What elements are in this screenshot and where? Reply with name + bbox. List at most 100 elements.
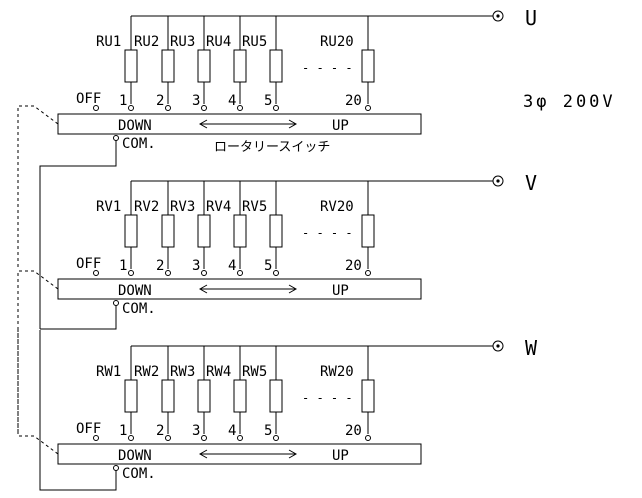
resistor-label: RU5 — [242, 34, 267, 50]
contact — [165, 270, 171, 276]
resistor-label: RW2 — [134, 364, 159, 380]
linkage-dashed — [17, 270, 59, 435]
double-arrow — [198, 449, 298, 459]
resistor-3 — [197, 181, 211, 269]
resistor-3 — [197, 16, 211, 104]
position-label: 4 — [228, 93, 236, 109]
com-contact — [113, 135, 119, 141]
position-label: 4 — [228, 258, 236, 274]
linkage-dashed — [17, 105, 59, 270]
position-label: 2 — [156, 423, 164, 439]
com-label: COM. — [122, 466, 156, 482]
position-label: 5 — [264, 258, 272, 274]
com-contact — [113, 465, 119, 471]
resistor-20 — [361, 181, 375, 269]
phase-terminal-label: V — [525, 171, 537, 195]
resistor-5 — [269, 16, 283, 104]
position-label: 3 — [192, 258, 200, 274]
contact — [201, 270, 207, 276]
com-label: COM. — [122, 301, 156, 317]
resistor-4 — [233, 16, 247, 104]
resistor-1 — [124, 16, 138, 104]
resistor-1 — [124, 346, 138, 434]
position-label: 4 — [228, 423, 236, 439]
resistor-label: RU20 — [320, 34, 354, 50]
position-label: 5 — [264, 93, 272, 109]
phase-terminal-label: W — [525, 336, 538, 360]
contact — [128, 105, 134, 111]
up-label: UP — [332, 283, 349, 299]
double-arrow — [198, 119, 298, 129]
phase-v: V RV1 RV2 RV3 RV4 RV5 RV20 - - - - OFF 1… — [17, 171, 537, 435]
resistor-4 — [233, 346, 247, 434]
ellipsis: - - - - — [302, 226, 353, 240]
off-label: OFF — [76, 256, 101, 272]
position-label: 1 — [119, 93, 127, 109]
phase-w: W RW1 RW2 RW3 RW4 RW5 RW20 - - - - OFF 1… — [17, 330, 538, 491]
resistor-2 — [161, 181, 175, 269]
resistor-20 — [361, 16, 375, 104]
resistor-label: RU4 — [206, 34, 231, 50]
off-contact — [93, 105, 99, 111]
contact — [237, 435, 243, 441]
position-label: 2 — [156, 93, 164, 109]
resistor-3 — [197, 346, 211, 434]
resistor-label: RV2 — [134, 199, 159, 215]
resistor-20 — [361, 346, 375, 434]
off-contact — [93, 270, 99, 276]
contact — [273, 435, 279, 441]
position-label: 20 — [345, 93, 362, 109]
contact — [128, 270, 134, 276]
ellipsis: - - - - — [302, 61, 353, 75]
position-label: 3 — [192, 93, 200, 109]
ellipsis: - - - - — [302, 391, 353, 405]
position-label: 20 — [345, 423, 362, 439]
up-label: UP — [332, 448, 349, 464]
position-label: 2 — [156, 258, 164, 274]
contact — [128, 435, 134, 441]
resistor-label: RU1 — [96, 34, 121, 50]
resistor-label: RU3 — [170, 34, 195, 50]
down-label: DOWN — [118, 448, 152, 464]
terminal-dot — [496, 344, 500, 348]
down-label: DOWN — [118, 118, 152, 134]
resistor-label: RW1 — [96, 364, 121, 380]
com-label: COM. — [122, 136, 156, 152]
up-label: UP — [332, 118, 349, 134]
contact — [237, 270, 243, 276]
switch-caption: ロータリースイッチ — [214, 140, 330, 155]
linkage-dashed — [17, 330, 59, 455]
contact — [237, 105, 243, 111]
resistor-label: RW20 — [320, 364, 354, 380]
resistor-label: RU2 — [134, 34, 159, 50]
resistor-label: RW4 — [206, 364, 231, 380]
resistor-4 — [233, 181, 247, 269]
contact — [273, 270, 279, 276]
contact — [201, 435, 207, 441]
down-label: DOWN — [118, 283, 152, 299]
off-label: OFF — [76, 91, 101, 107]
phase-terminal-label: U — [525, 6, 537, 30]
resistor-2 — [161, 16, 175, 104]
com-wire — [40, 305, 117, 330]
resistor-5 — [269, 181, 283, 269]
resistor-label: RV20 — [320, 199, 354, 215]
position-label: 1 — [119, 258, 127, 274]
contact — [165, 435, 171, 441]
resistor-label: RV1 — [96, 199, 121, 215]
double-arrow — [198, 284, 298, 294]
resistor-5 — [269, 346, 283, 434]
position-label: 20 — [345, 258, 362, 274]
off-label: OFF — [76, 421, 101, 437]
resistor-1 — [124, 181, 138, 269]
resistor-label: RV4 — [206, 199, 231, 215]
resistor-label: RW3 — [170, 364, 195, 380]
resistor-label: RV5 — [242, 199, 267, 215]
off-contact — [93, 435, 99, 441]
phase-u: U RU1 RU2 RU3 RU4 RU5 RU20 - - - - OFF — [17, 6, 537, 329]
resistor-label: RW5 — [242, 364, 267, 380]
contact — [201, 105, 207, 111]
contact — [273, 105, 279, 111]
